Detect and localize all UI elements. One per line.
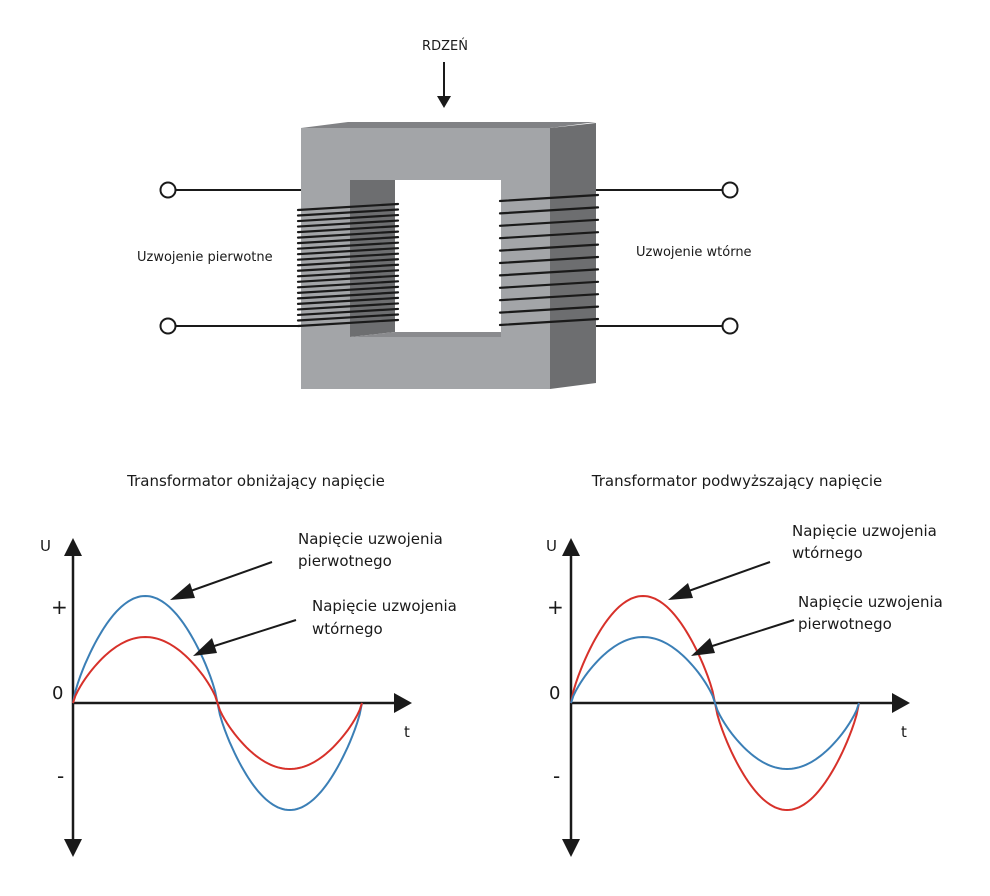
transformer: RDZEŃ Uzwojenie pierwo (137, 38, 752, 389)
y-axis (562, 538, 580, 857)
coil-turn (296, 313, 400, 322)
coil-turn (498, 243, 600, 252)
y-axis-label: U (40, 537, 51, 555)
annotation-upper-line1: Napięcie uzwojenia (792, 522, 937, 540)
primary-terminals (159, 181, 301, 335)
coil-turn (296, 224, 400, 234)
coil-turn (498, 293, 600, 302)
coil-turn (296, 269, 400, 278)
minus-label: - (57, 764, 64, 788)
x-axis (73, 693, 412, 713)
core (301, 122, 596, 389)
coil-turn (296, 230, 400, 239)
annotation-upper-line2: wtórnego (792, 544, 863, 562)
primary-winding-label: Uzwojenie pierwotne (137, 250, 273, 265)
coil-turn (296, 291, 400, 300)
coil-turn (498, 280, 600, 289)
annotation-arrow-lower (193, 619, 297, 656)
coil-turn (296, 252, 400, 261)
secondary-winding (498, 193, 600, 327)
coil-turn (296, 307, 400, 317)
coil-turn (296, 208, 400, 217)
core-window-inner-bottom (350, 332, 501, 337)
y-axis-label: U (546, 537, 557, 555)
annotation-lower-line2: pierwotnego (798, 615, 892, 633)
secondary-voltage-wave (72, 635, 363, 771)
coil-turn (498, 268, 600, 277)
coil-turn (498, 206, 600, 215)
step-down-panel: Transformator obniżający napięcie U + 0 … (40, 472, 457, 857)
coil-turn (296, 219, 400, 228)
coil-turn (498, 255, 600, 265)
coil-turn (296, 318, 400, 328)
y-axis (64, 538, 82, 857)
step-up-title: Transformator podwyższający napięcie (591, 472, 882, 490)
plus-label: + (547, 595, 564, 619)
coil-turn (498, 231, 600, 240)
annotation-arrow-upper (668, 561, 771, 600)
coil-turn (296, 241, 400, 250)
step-up-panel: Transformator podwyższający napięcie U +… (546, 472, 943, 857)
core-label: RDZEŃ (422, 38, 468, 54)
annotation-arrow-upper (170, 561, 273, 600)
coil-turn (296, 247, 400, 256)
step-down-title: Transformator obniżający napięcie (126, 472, 385, 490)
annotation-arrow-lower (691, 619, 795, 656)
coil-turn (296, 258, 400, 267)
zero-label: 0 (549, 683, 560, 704)
coil-turn (296, 213, 400, 223)
x-axis-label: t (404, 723, 410, 741)
secondary-terminals (596, 181, 739, 335)
coil-turn (498, 193, 600, 203)
zero-label: 0 (52, 683, 63, 704)
coil-turn (498, 305, 600, 314)
secondary-terminal-bottom (721, 317, 739, 335)
primary-winding (296, 202, 400, 328)
minus-label: - (553, 764, 560, 788)
coil-turn (296, 280, 400, 289)
coil-turn (296, 296, 400, 306)
coil-turn (296, 263, 400, 272)
x-axis (571, 693, 910, 713)
annotation-lower-line1: Napięcie uzwojenia (798, 593, 943, 611)
annotation-lower-line1: Napięcie uzwojenia (312, 597, 457, 615)
plus-label: + (51, 595, 68, 619)
primary-terminal-bottom (159, 317, 177, 335)
primary-voltage-wave (570, 635, 860, 771)
coil-turn (296, 236, 400, 245)
coil-turn (498, 317, 600, 327)
secondary-terminal-top (721, 181, 739, 199)
coil-turn (296, 302, 400, 311)
annotation-lower-line2: wtórnego (312, 620, 383, 638)
coil-turn (498, 218, 600, 227)
annotation-upper-line2: pierwotnego (298, 552, 392, 570)
core-top-face (301, 122, 596, 128)
core-side-face (550, 123, 596, 389)
annotation-upper-line1: Napięcie uzwojenia (298, 530, 443, 548)
primary-terminal-top (159, 181, 177, 199)
x-axis-label: t (901, 723, 907, 741)
coil-turn (296, 285, 400, 294)
secondary-winding-label: Uzwojenie wtórne (636, 245, 752, 260)
coil-turn (296, 202, 400, 212)
coil-turn (296, 274, 400, 283)
core-arrow (437, 62, 451, 108)
core-front-face (301, 128, 550, 389)
